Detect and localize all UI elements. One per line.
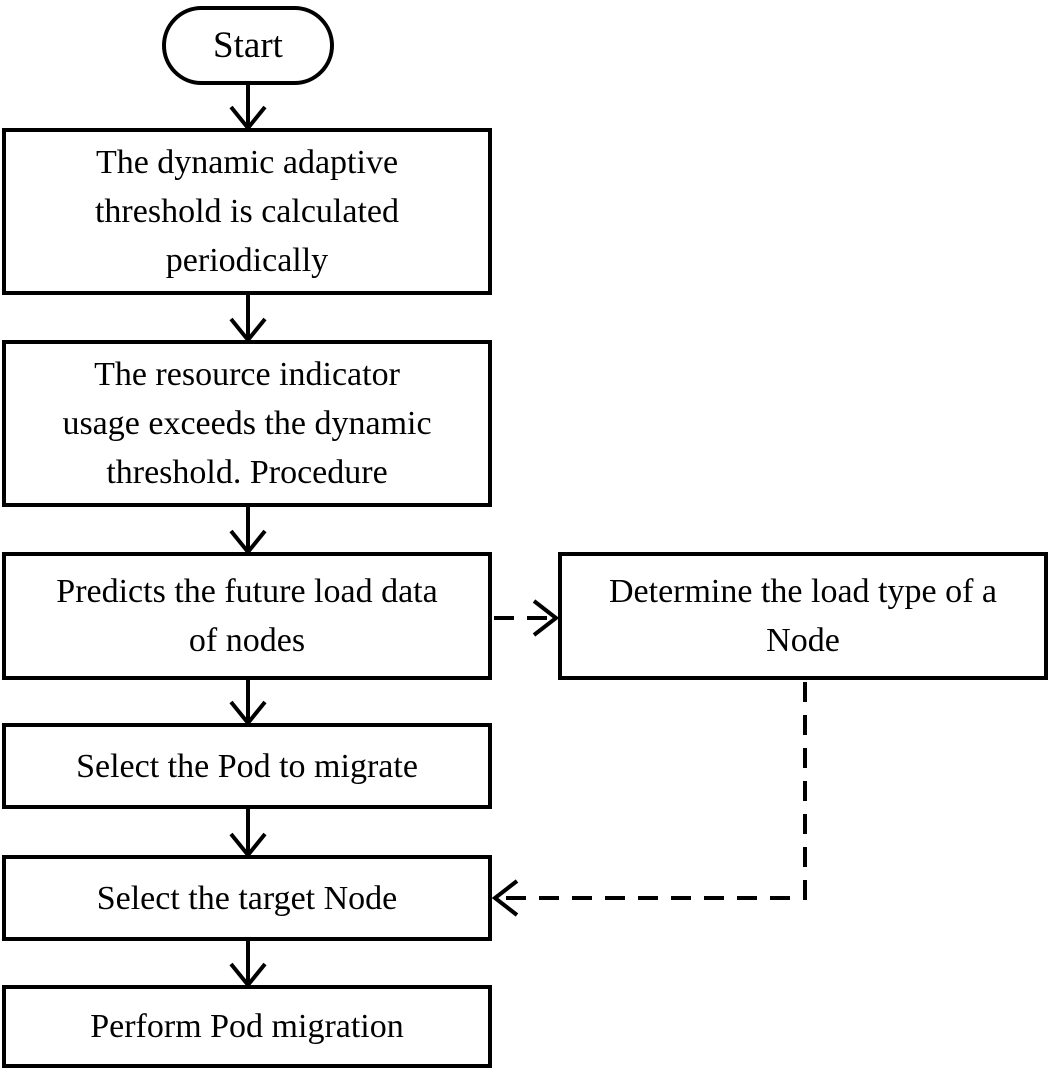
node-perform-migration-line1: Perform Pod migration	[90, 1008, 404, 1045]
arrowhead-left-icon	[491, 879, 519, 917]
arrowhead-down-icon	[229, 529, 267, 556]
node-determine-load-type-line1: Determine the load type of a	[608, 573, 997, 610]
node-select-pod-line1: Select the Pod to migrate	[76, 747, 418, 785]
node-determine-load-type: Determine the load type of a Node	[558, 552, 1048, 680]
arrowhead-down-icon	[229, 962, 267, 989]
node-perform-migration: Perform Pod migration	[2, 985, 492, 1068]
node-calc-threshold-line1: The dynamic adaptive	[95, 144, 399, 181]
edge-start-to-calc-threshold	[229, 83, 267, 132]
node-exceed-threshold-line3: threshold. Procedure	[106, 454, 388, 491]
node-select-target-node: Select the target Node	[2, 855, 492, 941]
node-calc-threshold: The dynamic adaptive threshold is calcul…	[2, 128, 492, 295]
arrowhead-down-icon	[229, 832, 267, 859]
arrowhead-down-icon	[229, 700, 267, 727]
edge-determine-load-type-to-select-target-node	[491, 682, 807, 917]
edge-calc-threshold-to-exceed-threshold	[229, 293, 267, 344]
edge-predict-load-to-select-pod	[229, 678, 267, 727]
edge-select-target-node-to-perform-migration	[229, 939, 267, 989]
node-calc-threshold-line2: threshold is calculated	[94, 193, 399, 230]
node-select-pod: Select the Pod to migrate	[2, 723, 492, 809]
node-start: Start	[162, 6, 334, 85]
node-start-label: Start	[213, 25, 283, 66]
node-exceed-threshold: The resource indicator usage exceeds the…	[2, 340, 492, 507]
edge-exceed-threshold-to-predict-load	[229, 505, 267, 556]
node-predict-load-line2: of nodes	[188, 622, 306, 659]
node-select-target-node-line1: Select the target Node	[96, 879, 398, 917]
arrowhead-down-icon	[229, 105, 267, 132]
node-exceed-threshold-line1: The resource indicator	[94, 356, 400, 393]
arrowhead-right-icon	[532, 599, 560, 637]
arrowhead-down-icon	[229, 317, 267, 344]
node-predict-load-line1: Predicts the future load data	[56, 573, 438, 610]
edge-select-pod-to-select-target-node	[229, 807, 267, 859]
node-determine-load-type-line2: Node	[766, 622, 840, 659]
node-predict-load: Predicts the future load data of nodes	[2, 552, 492, 680]
node-exceed-threshold-line2: usage exceeds the dynamic	[62, 405, 432, 442]
edge-predict-load-to-determine-load-type	[494, 599, 560, 637]
node-calc-threshold-line3: periodically	[165, 242, 329, 279]
